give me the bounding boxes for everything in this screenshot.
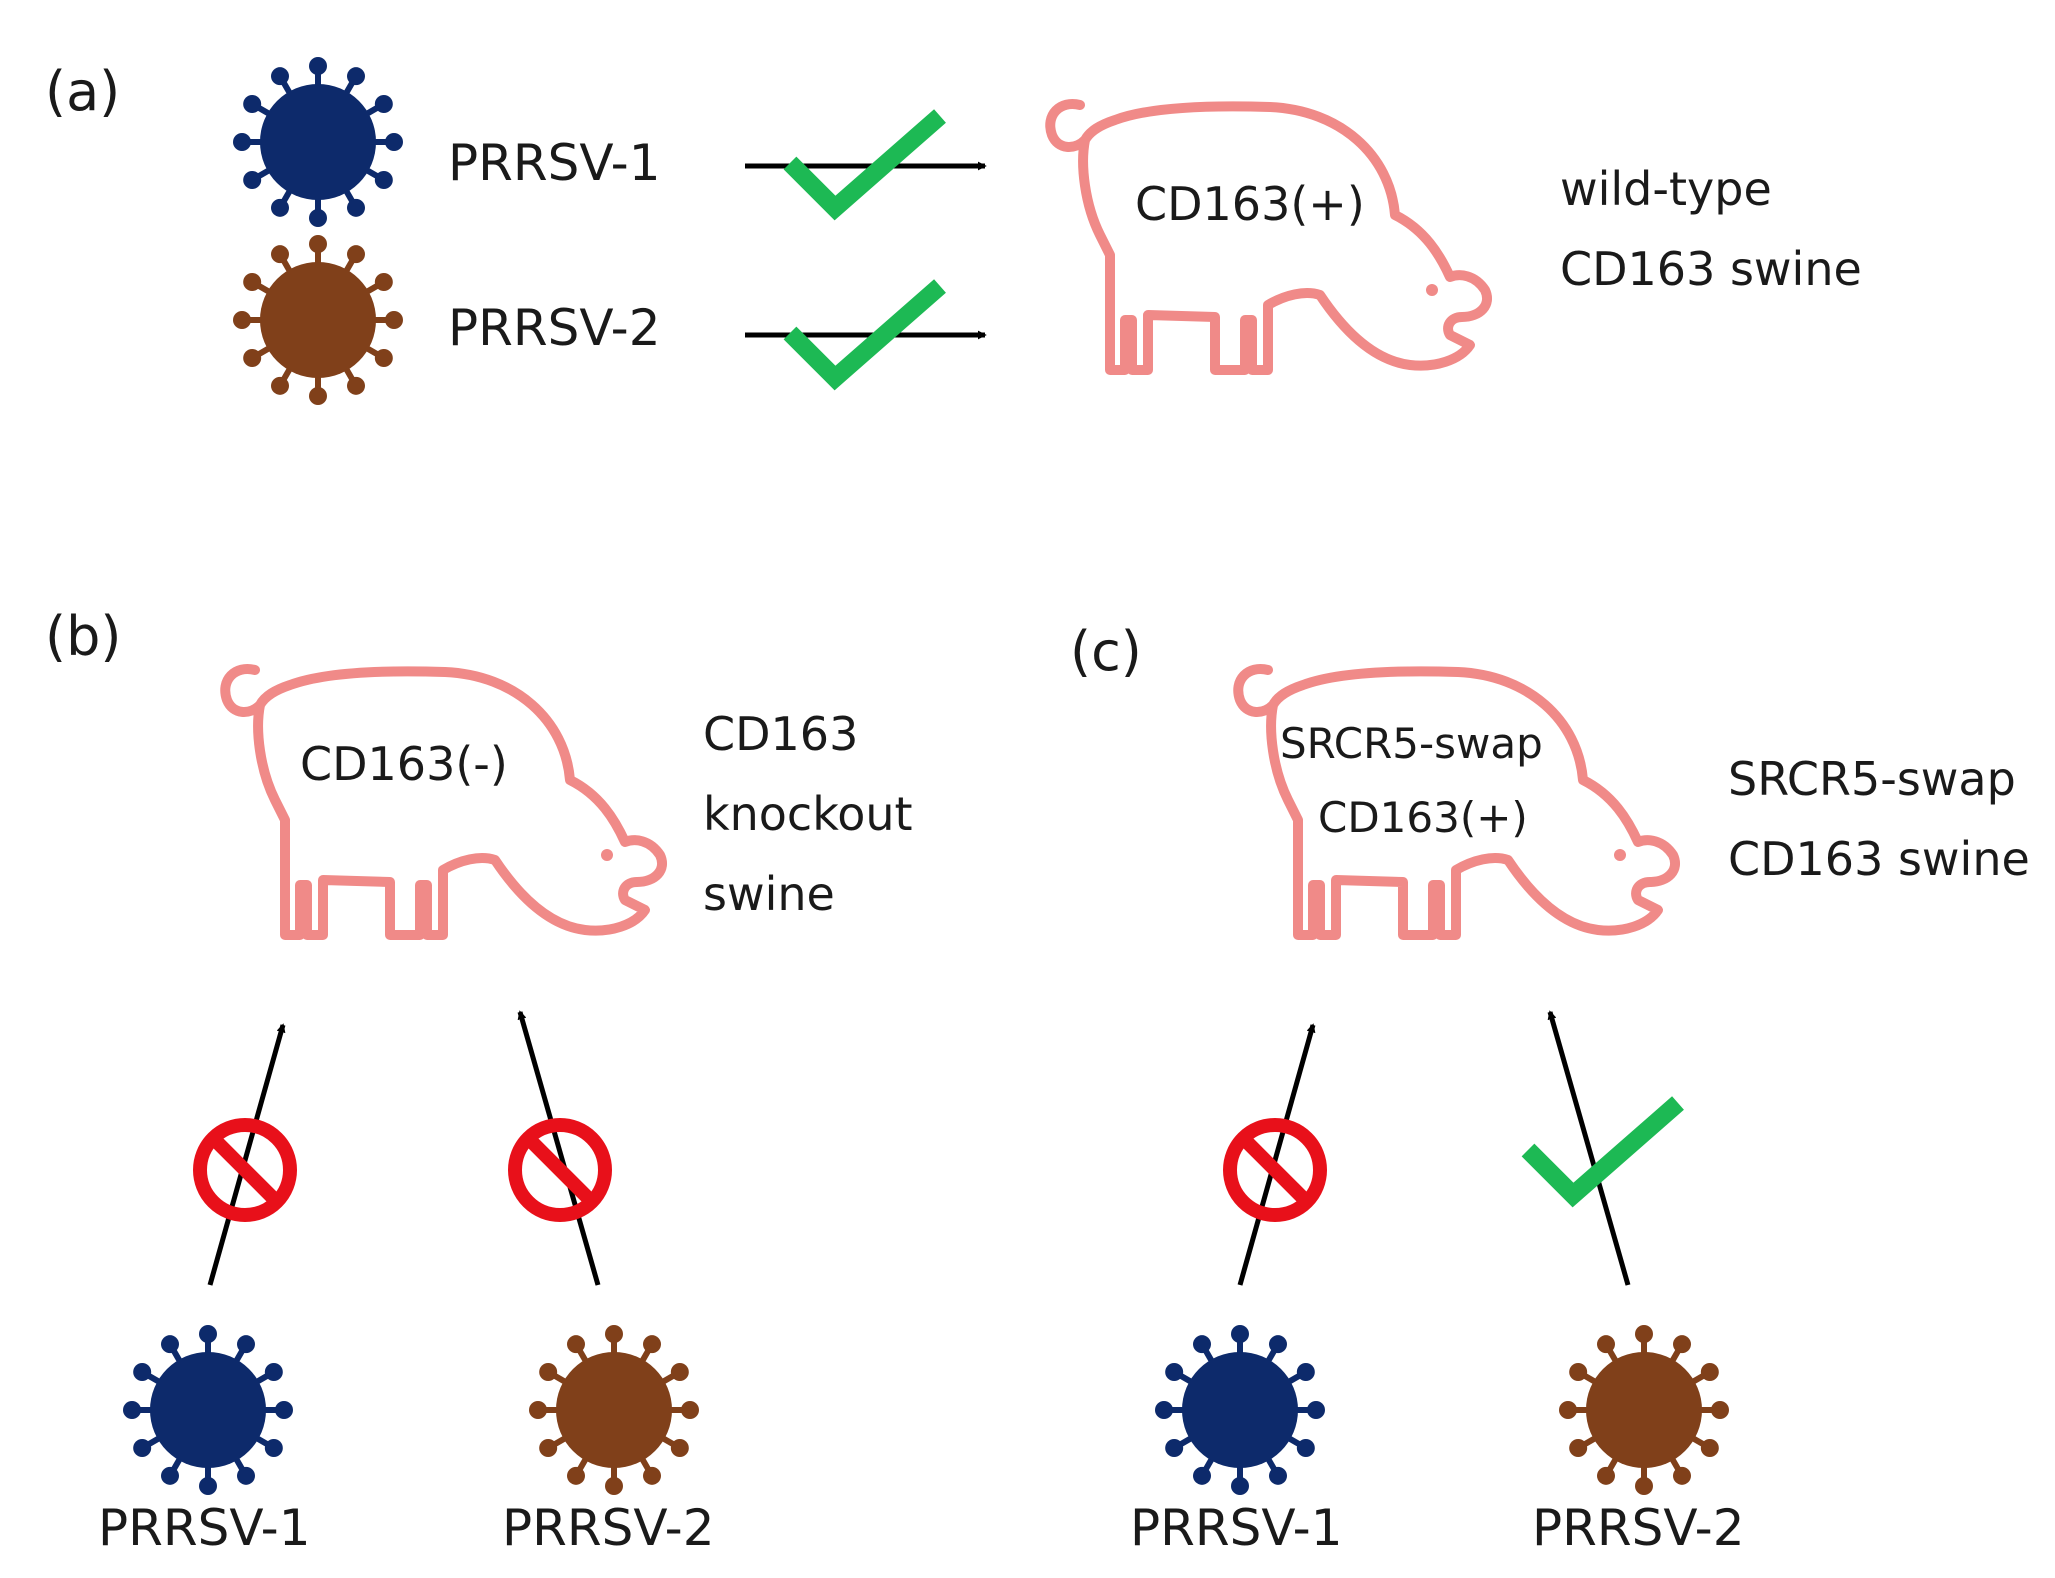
panel-c-virus1-icon	[1155, 1325, 1325, 1495]
panel-b-arrow1-icon	[207, 1023, 286, 1286]
panel-a-pig-label: CD163(+)	[1135, 177, 1365, 231]
panel-c-letter: (c)	[1070, 620, 1142, 683]
panel-a-check2-icon	[790, 286, 940, 378]
panel-a-desc-line2: CD163 swine	[1560, 242, 1862, 296]
panel-b-no1-icon	[200, 1125, 290, 1215]
panel-b-virus2-icon	[529, 1325, 699, 1495]
panel-c-arrow2-icon	[1547, 1010, 1631, 1286]
panel-c-pig-label-line1: SRCR5-swap	[1280, 719, 1543, 768]
panel-b-desc-line3: swine	[703, 867, 835, 921]
panel-a-virus1-icon	[233, 57, 403, 227]
panel-a-virus2-icon	[233, 235, 403, 405]
panel-c-virus2-label: PRRSV-2	[1532, 1499, 1745, 1557]
panel-b-virus1-icon	[123, 1325, 293, 1495]
panel-c-pig-label-line2: CD163(+)	[1318, 793, 1528, 842]
panel-c-virus2-icon	[1559, 1325, 1729, 1495]
panel-b-no2-icon	[515, 1125, 605, 1215]
panel-c-no1-icon	[1230, 1125, 1320, 1215]
panel-b: (b) CD163(-) CD163 knockout swine PRRSV-…	[45, 605, 913, 1557]
panel-c-desc-line2: CD163 swine	[1728, 832, 2030, 886]
panel-b-pig-label: CD163(-)	[300, 737, 508, 791]
panel-b-desc-line1: CD163	[703, 707, 858, 761]
panel-a-check1-icon	[790, 116, 940, 208]
panel-a-pig-icon	[1050, 104, 1487, 370]
panel-c-arrow1-icon	[1237, 1023, 1316, 1286]
panel-a: (a) PRRSV-1 PRRSV-2 CD163(+) wild-type C…	[45, 57, 1862, 405]
panel-a-virus1-label: PRRSV-1	[448, 134, 661, 192]
panel-b-letter: (b)	[45, 605, 121, 668]
panel-a-letter: (a)	[45, 60, 120, 123]
panel-c-desc-line1: SRCR5-swap	[1728, 752, 2016, 806]
panel-c-virus1-label: PRRSV-1	[1130, 1499, 1343, 1557]
panel-b-virus2-label: PRRSV-2	[502, 1499, 715, 1557]
panel-b-arrow2-icon	[517, 1010, 601, 1286]
panel-a-desc-line1: wild-type	[1560, 162, 1772, 216]
panel-b-virus1-label: PRRSV-1	[98, 1499, 311, 1557]
panel-b-pig-icon	[225, 669, 662, 935]
panel-b-desc-line2: knockout	[703, 787, 913, 841]
panel-c: (c) SRCR5-swap CD163(+) SRCR5-swap CD163…	[1070, 620, 2030, 1557]
panel-a-virus2-label: PRRSV-2	[448, 299, 661, 357]
panel-c-check2-icon	[1528, 1103, 1678, 1195]
